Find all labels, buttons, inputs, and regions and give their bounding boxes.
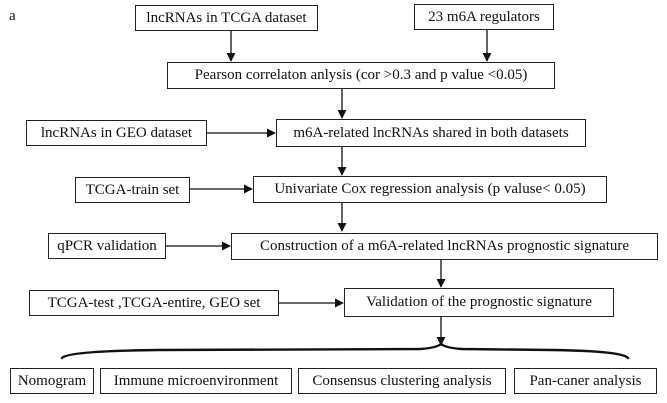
univariate-cox-box: Univariate Cox regression analysis (p va…	[253, 176, 607, 203]
outcome-immune-box: Immune microenvironment	[100, 368, 292, 394]
curly-brace	[60, 342, 630, 360]
qpcr-validation-box: qPCR validation	[48, 233, 166, 259]
geo-lncrnas-box: lncRNAs in GEO dataset	[26, 120, 207, 146]
tcga-lncrnas-box: lncRNAs in TCGA dataset	[135, 5, 318, 31]
panel-letter: a	[9, 8, 16, 24]
outcome-nomogram-box: Nomogram	[10, 368, 94, 394]
test-sets-box: TCGA-test ,TCGA-entire, GEO set	[29, 290, 279, 316]
tcga-train-set-box: TCGA-train set	[75, 177, 190, 203]
signature-construction-box: Construction of a m6A-related lncRNAs pr…	[231, 233, 658, 260]
outcome-pan-cancer-box: Pan-caner analysis	[514, 368, 657, 394]
signature-validation-box: Validation of the prognostic signature	[344, 288, 614, 317]
shared-lncrnas-box: m6A-related lncRNAs shared in both datas…	[276, 119, 586, 147]
m6a-regulators-box: 23 m6A regulators	[414, 4, 554, 30]
outcome-clustering-box: Consensus clustering analysis	[298, 368, 506, 394]
pearson-correlation-box: Pearson correlaton anlysis (cor >0.3 and…	[167, 62, 555, 89]
